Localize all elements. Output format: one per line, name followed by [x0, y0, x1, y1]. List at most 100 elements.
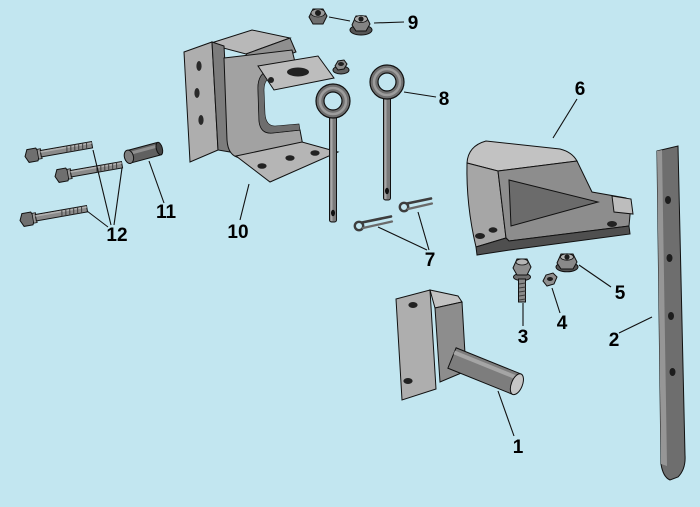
part-labels: 1 2 3 4 5 6 7 8 9 10 11 12 — [106, 13, 625, 458]
part-9-lock-nuts — [308, 8, 373, 36]
hole — [488, 227, 498, 233]
pin-loop — [353, 220, 365, 232]
hole — [358, 16, 364, 22]
leader-11 — [148, 160, 165, 204]
nut-left — [308, 8, 328, 25]
shaft-highlight — [330, 115, 333, 221]
part-5-flange-nut — [555, 253, 579, 273]
thread-tick — [518, 294, 526, 297]
thread-tick — [518, 286, 526, 289]
pin-leg — [405, 197, 433, 205]
hole — [668, 312, 674, 320]
nut-right — [349, 15, 373, 36]
part-label-7: 7 — [425, 250, 436, 271]
hole — [547, 277, 553, 281]
bolt-shaft — [518, 278, 526, 303]
hole — [257, 163, 267, 169]
hole — [315, 10, 321, 16]
ring-highlight — [372, 67, 402, 97]
leader-1 — [497, 390, 515, 437]
part-8-eye-pins — [315, 59, 405, 223]
part-3-hex-bolt — [512, 258, 532, 303]
part-label-8: 8 — [439, 89, 450, 110]
bottom-edge — [475, 225, 631, 256]
hole — [403, 378, 413, 384]
hole — [665, 196, 671, 204]
leader-9b — [328, 16, 351, 22]
part-label-10: 10 — [227, 222, 248, 243]
end-step — [611, 195, 634, 215]
part-label-11: 11 — [156, 202, 177, 223]
flange-nut-small — [332, 59, 350, 75]
pin-loop — [398, 201, 410, 213]
hole — [310, 150, 320, 156]
part-label-9: 9 — [408, 13, 419, 34]
leader-6 — [552, 98, 578, 139]
part-label-12: 12 — [106, 225, 127, 246]
shaft-highlight — [384, 97, 387, 199]
eye-pin-right — [369, 64, 405, 201]
hole — [196, 61, 202, 71]
pin-highlight — [127, 144, 159, 156]
part-7-cotter-pins — [353, 197, 434, 232]
leader-5 — [578, 264, 612, 288]
pin-end-cap — [509, 373, 524, 396]
leader-2 — [618, 316, 653, 334]
leader-4 — [551, 287, 561, 314]
hole — [564, 254, 570, 260]
pin-tip — [155, 141, 164, 156]
part-11-clevis-pin — [123, 141, 164, 164]
hole — [268, 77, 274, 83]
pin-leg — [361, 220, 394, 230]
hole — [669, 368, 676, 376]
pin-leg — [360, 215, 393, 224]
leader-12b — [113, 167, 123, 226]
leader-7b — [417, 211, 430, 251]
part-label-5: 5 — [615, 283, 626, 304]
part-6-support-bracket — [466, 140, 634, 256]
left-plate — [395, 289, 437, 401]
ring-outline-outer — [315, 83, 351, 119]
part-label-2: 2 — [609, 330, 620, 351]
part-4-small-nut — [542, 272, 558, 287]
cotter-pin-right — [398, 197, 434, 213]
leader-10 — [239, 183, 250, 221]
ring-highlight — [318, 86, 348, 116]
slot-hole — [287, 67, 309, 77]
part-label-4: 4 — [557, 313, 568, 334]
hole — [285, 155, 295, 161]
hole — [408, 302, 418, 308]
part-10-channel-bracket — [183, 29, 340, 183]
hole — [198, 115, 204, 125]
part-label-1: 1 — [513, 437, 524, 458]
part-label-6: 6 — [575, 79, 586, 100]
bar-highlight — [657, 150, 667, 466]
thread-tick — [518, 282, 526, 285]
leader-12a — [92, 149, 112, 226]
pin-leg — [406, 202, 434, 211]
hole — [475, 233, 485, 239]
leader-7a — [377, 226, 428, 251]
cotter-pin-left — [353, 215, 394, 232]
part-label-3: 3 — [518, 327, 529, 348]
pin-cylinder — [447, 347, 524, 396]
head-top — [515, 258, 529, 266]
hole — [607, 221, 617, 227]
eye-pin-left — [315, 83, 351, 223]
face-top — [466, 140, 578, 172]
hole — [194, 88, 200, 98]
ring-outline-inner — [377, 72, 397, 92]
pin-head — [123, 149, 135, 164]
hole — [666, 254, 673, 262]
cotter-hole — [331, 209, 335, 217]
gusset — [508, 179, 600, 227]
thread-tick — [518, 290, 526, 293]
part-2-flat-stay-bar — [656, 145, 686, 481]
ring-outline-inner — [323, 91, 343, 111]
thread-tick — [518, 298, 526, 301]
pin-highlight — [453, 350, 520, 381]
leader-lines — [86, 16, 653, 437]
